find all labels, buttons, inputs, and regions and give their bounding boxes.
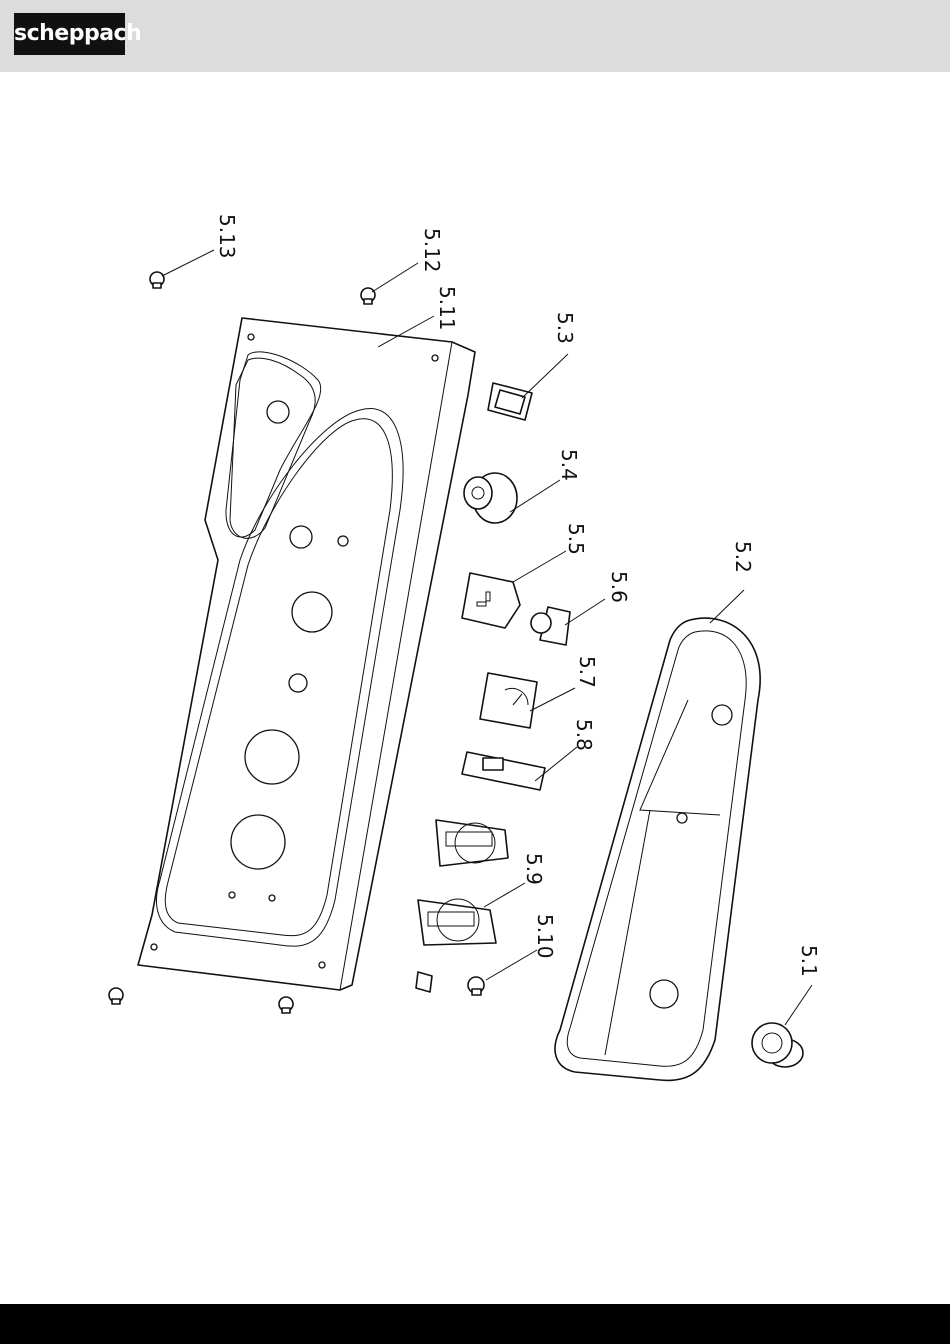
label-5-9: 5.9 (522, 853, 546, 885)
small-plug-5-10 (468, 977, 484, 995)
screw-5-12 (361, 288, 375, 304)
label-5-7: 5.7 (575, 656, 599, 688)
push-button-5-6 (531, 607, 570, 645)
page-footer (0, 1304, 950, 1344)
control-panel-5-11 (138, 318, 475, 990)
label-5-2: 5.2 (731, 541, 755, 573)
label-5-1: 5.1 (797, 945, 821, 977)
cap-5-1 (752, 1023, 803, 1067)
rocker-switch-5-3 (488, 383, 532, 420)
small-terminal (416, 972, 432, 992)
key-switch-5-4 (464, 473, 517, 523)
outlet-5-9-upper (436, 820, 508, 866)
label-5-4: 5.4 (557, 449, 581, 481)
label-5-11: 5.11 (435, 286, 459, 331)
label-5-13: 5.13 (215, 214, 239, 259)
label-5-8: 5.8 (572, 719, 596, 751)
socket-5-5 (462, 573, 520, 628)
outlet-5-9-lower (418, 899, 496, 945)
label-5-12: 5.12 (420, 228, 444, 273)
screw-lower-mid (279, 997, 293, 1013)
breaker-5-8 (462, 752, 545, 790)
label-5-10: 5.10 (533, 914, 557, 959)
label-5-6: 5.6 (607, 571, 631, 603)
volt-meter-5-7 (480, 673, 537, 728)
screw-5-13 (150, 272, 164, 288)
label-5-3: 5.3 (553, 312, 577, 344)
label-5-5: 5.5 (564, 523, 588, 555)
screw-lower-left (109, 988, 123, 1004)
